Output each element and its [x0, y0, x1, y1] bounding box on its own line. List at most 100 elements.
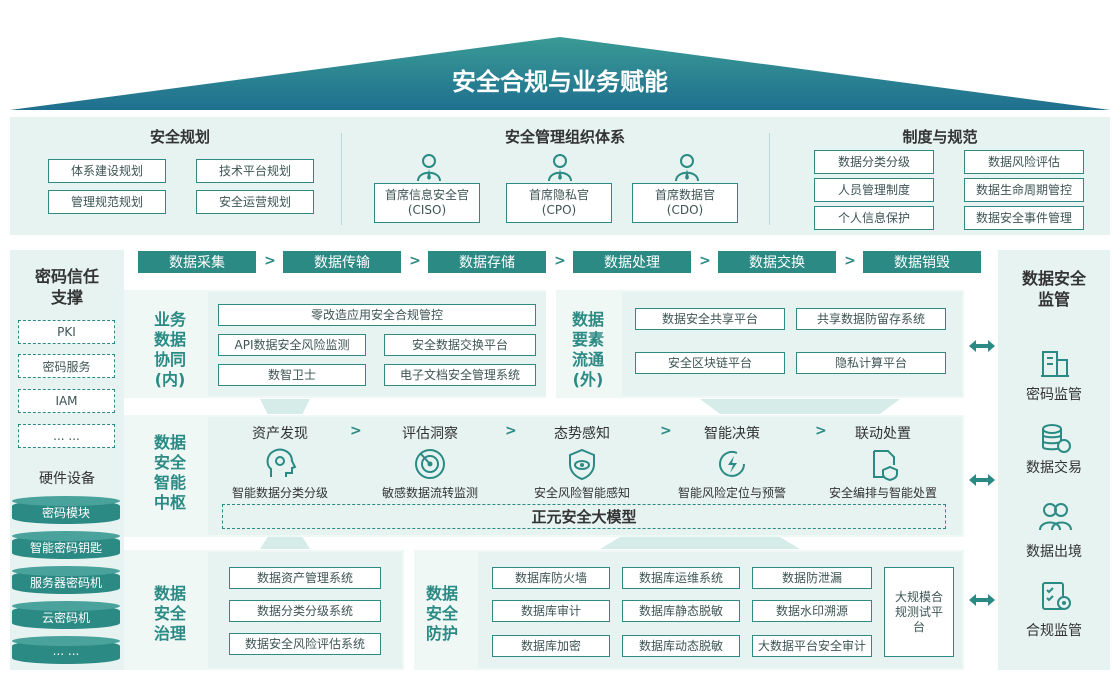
lifecycle-stage: 数据销毁 — [863, 251, 981, 273]
gov-item: 数据资产管理系统 — [229, 567, 381, 589]
hub-sub: 安全风险智能感知 — [533, 486, 630, 500]
hardware-cylinder: ... ... — [12, 636, 120, 666]
top-divider-1 — [341, 133, 342, 225]
biz-item: 数智卫士 — [218, 364, 366, 386]
lightning-cycle-icon — [719, 450, 745, 477]
right-item: 密码监管 — [1026, 387, 1082, 403]
right-column — [998, 250, 1110, 670]
radar-icon — [415, 449, 445, 479]
hub-sub: 智能数据分类分级 — [231, 486, 328, 500]
building-icon — [1041, 351, 1069, 377]
hardware-label: 硬件设备 — [39, 471, 95, 487]
chevron-right-icon: > — [264, 253, 276, 269]
hub-sub: 敏感数据流转监测 — [381, 486, 478, 500]
org-title: 安全管理组织体系 — [504, 128, 625, 146]
prot-title: 数据 安全 防护 — [425, 584, 458, 643]
connector — [700, 399, 900, 414]
policy-item: 人员管理制度 — [814, 178, 934, 202]
compliance-test-platform: 大规模合规测试平台 — [884, 567, 954, 657]
gov-title: 数据 安全 治理 — [153, 584, 186, 643]
prot-item: 数据防泄漏 — [752, 567, 872, 589]
hardware-cylinder: 智能密码钥匙 — [12, 531, 120, 561]
roof-title: 安全合规与业务赋能 — [452, 68, 668, 96]
shield-doc-icon — [873, 450, 898, 481]
elem-title: 数据 要素 流通 (外) — [571, 310, 604, 389]
chevron-right-icon: > — [660, 423, 672, 439]
prot-item: 数据库加密 — [492, 635, 610, 657]
policy-item: 个人信息保护 — [814, 206, 934, 230]
policy-item: 数据安全事件管理 — [964, 206, 1084, 230]
double-arrow-icon — [969, 340, 995, 352]
chevron-right-icon: > — [699, 253, 711, 269]
users-icon — [1039, 503, 1072, 531]
roof-banner — [10, 37, 1110, 110]
lifecycle-stage: 数据存储 — [428, 251, 546, 273]
policy-item: 数据风险评估 — [964, 150, 1084, 174]
prot-item: 数据库静态脱敏 — [622, 600, 740, 622]
double-arrow-icon — [969, 474, 995, 486]
planning-item: 体系建设规划 — [48, 159, 166, 183]
connector — [260, 399, 310, 414]
elem-item: 数据安全共享平台 — [635, 308, 785, 330]
planning-item: 安全运营规划 — [196, 190, 314, 214]
trust-item: ... ... — [18, 424, 115, 448]
right-item: 数据出境 — [1026, 544, 1082, 560]
connector — [600, 537, 800, 549]
biz-item: 安全数据交换平台 — [384, 334, 536, 356]
double-arrow-icon — [969, 594, 995, 606]
lifecycle-stage: 数据交换 — [718, 251, 836, 273]
chevron-right-icon: > — [815, 423, 827, 439]
hub-inner — [208, 417, 962, 535]
prot-item: 数据水印溯源 — [752, 600, 872, 622]
lifecycle-stage: 数据传输 — [283, 251, 401, 273]
biz-item: 零改造应用安全合规管控 — [218, 304, 536, 326]
person-icon — [548, 154, 572, 182]
shield-eye-icon — [569, 448, 595, 481]
model-bar: 正元安全大模型 — [222, 504, 946, 529]
biz-item: API数据安全风险监测 — [218, 334, 366, 356]
planning-item: 管理规范规划 — [48, 190, 166, 214]
hub-step: 智能决策 — [704, 426, 760, 442]
gov-item: 数据分类分级系统 — [229, 600, 381, 622]
org-role-cdo: 首席数据官(CDO) — [632, 183, 738, 223]
right-item: 合规监管 — [1026, 623, 1082, 639]
policy-title: 制度与规范 — [902, 128, 978, 146]
person-icon — [675, 154, 699, 182]
connector — [260, 537, 310, 549]
biz-item: 电子文档安全管理系统 — [384, 364, 536, 386]
chevron-right-icon: > — [554, 253, 566, 269]
planning-title: 安全规划 — [149, 128, 210, 146]
hub-step: 评估洞察 — [402, 426, 458, 442]
org-role-cpo: 首席隐私官(CPO) — [506, 183, 612, 223]
left-title: 密码信任 支撑 — [34, 267, 99, 307]
lifecycle-stage: 数据采集 — [138, 251, 256, 273]
elem-item: 安全区块链平台 — [635, 352, 785, 374]
policy-item: 数据生命周期管控 — [964, 178, 1084, 202]
hub-step: 联动处置 — [855, 426, 911, 442]
right-title: 数据安全 监管 — [1021, 269, 1086, 309]
hub-step: 资产发现 — [252, 426, 308, 442]
gov-item: 数据安全风险评估系统 — [229, 633, 381, 655]
elem-item: 隐私计算平台 — [796, 352, 946, 374]
hardware-cylinder: 服务器密码机 — [12, 566, 120, 596]
trust-item: 密码服务 — [18, 354, 115, 378]
chevron-right-icon: > — [844, 253, 856, 269]
trust-item: IAM — [18, 389, 115, 413]
org-role-ciso: 首席信息安全官(CISO) — [374, 183, 480, 223]
policy-item: 数据分类分级 — [814, 150, 934, 174]
head-gear-icon — [266, 448, 297, 477]
elem-item: 共享数据防留存系统 — [796, 308, 946, 330]
chevron-right-icon: > — [350, 423, 362, 439]
prot-item: 数据库动态脱敏 — [622, 635, 740, 657]
person-icon — [417, 154, 441, 182]
trust-item: PKI — [18, 320, 115, 344]
hub-step: 态势感知 — [554, 426, 610, 442]
prot-item: 大数据平台安全审计 — [752, 635, 872, 657]
biz-title: 业务 数据 协同 (内) — [153, 310, 186, 389]
chevron-right-icon: > — [505, 423, 517, 439]
hardware-cylinder: 密码模块 — [12, 496, 120, 526]
hub-title: 数据 安全 智能 中枢 — [153, 433, 186, 512]
hub-sub: 安全编排与智能处置 — [828, 486, 937, 500]
hub-sub: 智能风险定位与预警 — [677, 486, 786, 500]
chevron-right-icon: > — [409, 253, 421, 269]
